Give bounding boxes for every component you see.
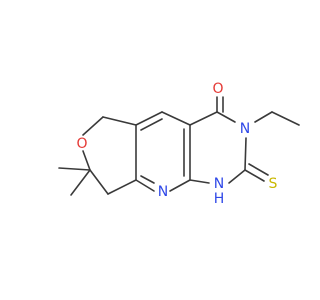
bond-n8-c8a (135, 179, 155, 192)
atom-o-pyran: O (76, 136, 87, 152)
atom-h-n1: H (214, 191, 225, 207)
bond-c5-o-pyran (82, 116, 104, 136)
atom-n3: N (240, 121, 250, 137)
bond-layer (58, 96, 300, 196)
atom-n8: N (158, 184, 168, 200)
bond-o-pyran-c7 (82, 150, 91, 171)
bond-c5-c6 (102, 116, 137, 126)
bond-c2-n1 (228, 169, 246, 184)
atom-layer: O N S N H N O (76, 81, 277, 207)
atom-o-carbonyl: O (212, 81, 223, 97)
bond-c2-s-double (248, 163, 269, 176)
atom-n1: N (214, 176, 224, 192)
bond-c2-s (244, 169, 265, 182)
atom-s-thione: S (269, 176, 278, 192)
bond-n8-c8a-double (140, 175, 155, 184)
bond-c4a-c5-double (140, 118, 163, 131)
bond-c4-n3 (216, 111, 236, 123)
bond-n3-ethyl (254, 111, 273, 123)
molecule-canvas: O N S N H N O (58, 81, 300, 207)
bond-c4-c4b (189, 111, 218, 126)
molecule-structure: O N S N H N O (58, 81, 300, 207)
bond-methyl-2 (70, 169, 91, 196)
bond-c8b-n8 (169, 179, 191, 192)
bond-c8-c8a (107, 179, 137, 195)
bond-n1-c8b (189, 179, 210, 184)
bond-c4-c4a (161, 111, 191, 126)
bond-ethyl-ch3 (271, 111, 300, 126)
bond-c4a-c5 (135, 111, 163, 126)
bond-n3-c2 (244, 137, 247, 171)
bond-c7-c8 (89, 169, 109, 195)
bond-methyl-1 (58, 167, 91, 171)
